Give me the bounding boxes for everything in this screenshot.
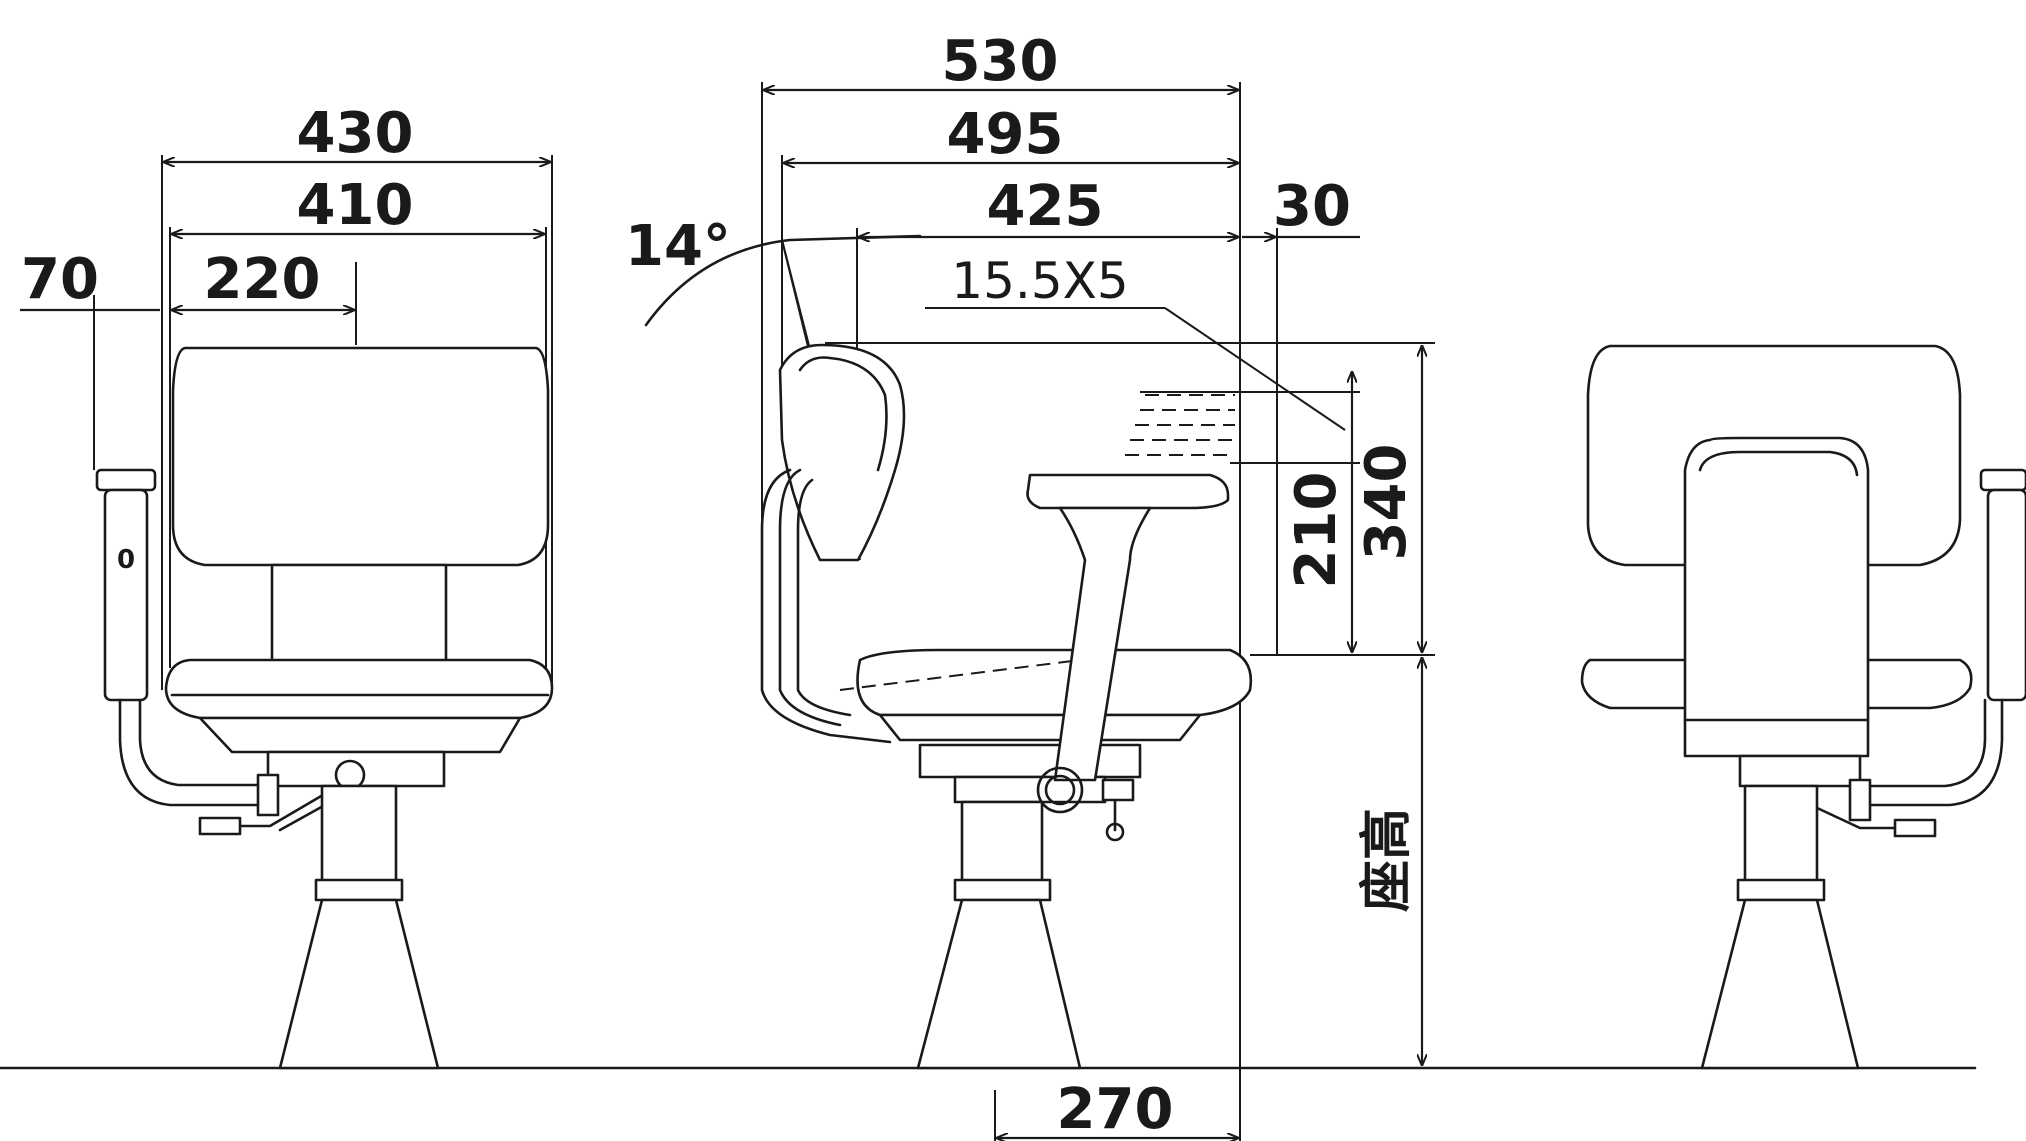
side-backrest	[778, 343, 906, 562]
front-seat	[164, 658, 554, 720]
dim-210: 210	[1284, 472, 1349, 589]
side-base	[916, 898, 1082, 1070]
side-column	[960, 800, 1044, 886]
rear-column	[1743, 784, 1819, 888]
dim-70: 70	[21, 247, 99, 312]
rear-armrest-post	[1986, 488, 2026, 702]
dim-530: 530	[942, 29, 1059, 94]
dim-220: 220	[204, 247, 321, 312]
side-armrest-pad	[1026, 473, 1230, 510]
front-backrest	[171, 346, 550, 567]
rear-view	[1580, 344, 2026, 1070]
dim-340: 340	[1354, 444, 1419, 561]
dim-495: 495	[947, 102, 1064, 167]
dim-430: 430	[297, 101, 414, 166]
front-armrest-post	[103, 488, 149, 702]
dim-15-5x5: 15.5X5	[951, 252, 1128, 310]
front-armrest-top	[95, 468, 157, 492]
front-base	[278, 898, 440, 1070]
arm-adjust-lines	[1125, 394, 1235, 456]
dim-270: 270	[1057, 1077, 1174, 1141]
arm-marker: 0	[117, 545, 135, 575]
dim-30: 30	[1273, 174, 1351, 239]
dim-410: 410	[297, 173, 414, 238]
dim-14-degree: 14°	[625, 214, 731, 279]
rear-base	[1700, 898, 1860, 1070]
side-armrest-post	[1053, 506, 1152, 782]
dim-425: 425	[987, 174, 1104, 239]
front-column	[320, 784, 398, 888]
seat-height-label: 座高	[1357, 808, 1417, 912]
side-seat	[856, 648, 1253, 717]
recline-arc	[644, 234, 922, 327]
rear-armrest-top	[1979, 468, 2026, 492]
side-view: 14° 530	[625, 29, 1435, 1141]
front-back-support	[270, 563, 448, 667]
rear-back-frame	[1683, 436, 1870, 758]
front-view: 430 410 220 70 0	[20, 101, 554, 1070]
